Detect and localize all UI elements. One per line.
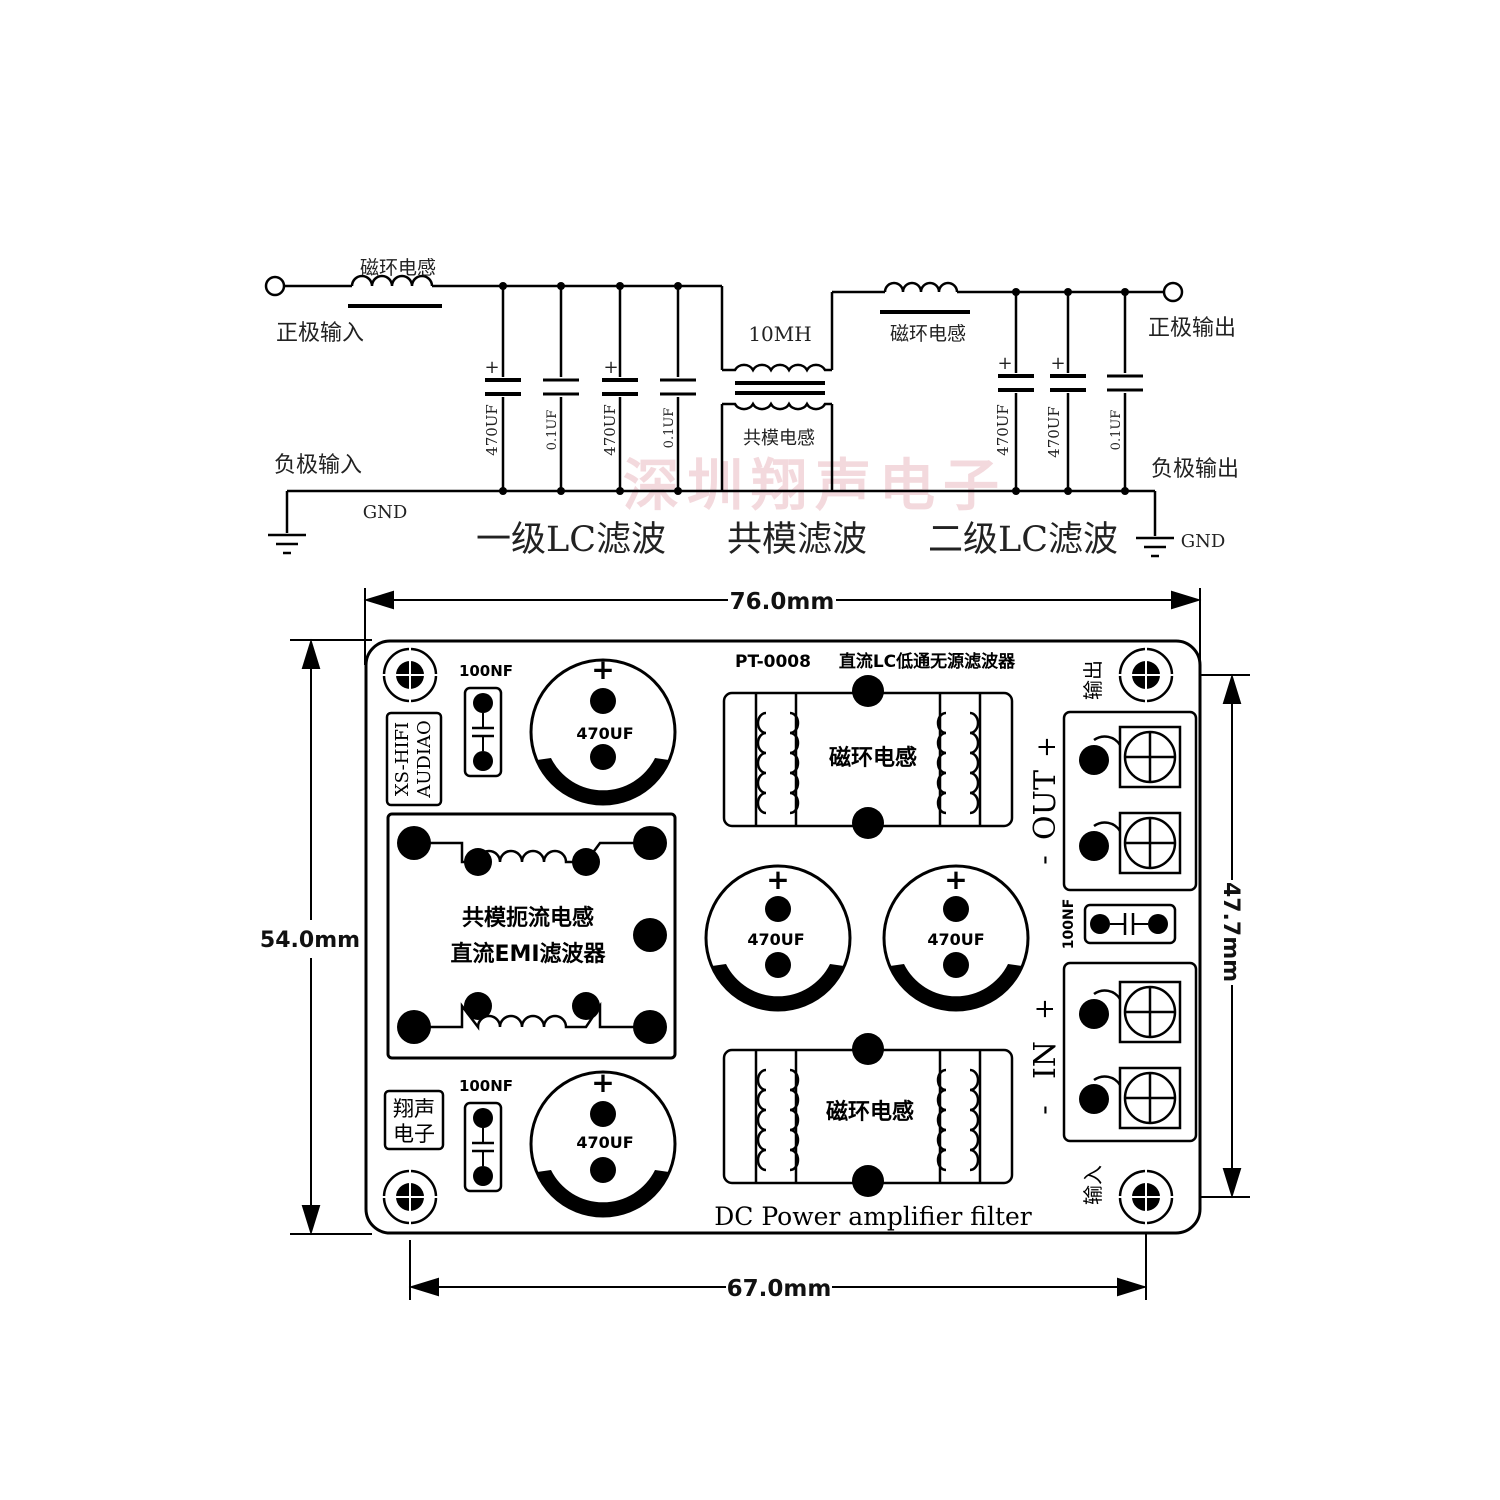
gnd-right-label: GND <box>1181 531 1226 552</box>
cap-plus: + <box>591 1066 614 1099</box>
common-mode-choke-icon <box>386 812 677 1060</box>
out-plus-label: + <box>1032 736 1062 758</box>
small-cap-label: 100NF <box>459 662 513 680</box>
cm-choke-label-1: 共模扼流电感 <box>462 905 594 931</box>
model-number: PT-0008 <box>735 652 811 672</box>
mounting-hole-icon <box>1116 645 1176 705</box>
cap-value-label: 470UF <box>483 404 501 456</box>
board-footer: DC Power amplifier filter <box>714 1202 1032 1231</box>
cap-value-label: 470UF <box>994 404 1012 456</box>
cap-value-label: 0.1UF <box>1109 410 1124 451</box>
cap-plus: + <box>591 653 614 686</box>
cap-plus-sign: + <box>603 357 618 378</box>
electrolytic-capacitor-icon <box>882 864 1030 1012</box>
stage3-label: 二级LC滤波 <box>928 520 1118 560</box>
electrolytic-capacitor-icon <box>529 658 677 806</box>
cm-inductance-label: 10MH <box>748 322 811 346</box>
brand-line-1: XS-HIFI <box>392 722 413 796</box>
dim-hole-width-label: 67.0mm <box>727 1276 832 1302</box>
big-cap-label: 470UF <box>576 724 633 743</box>
in-plus-label: + <box>1030 998 1060 1020</box>
dim-height-label: 54.0mm <box>260 928 360 953</box>
output-label: 输出 <box>1081 660 1105 700</box>
out-minus-label: - <box>1027 855 1060 864</box>
cap-value-label: 470UF <box>601 404 619 456</box>
ground-right-icon <box>1136 536 1174 558</box>
toroid-bottom-label: 磁环电感 <box>826 1099 914 1125</box>
input-inductor-label: 磁环电感 <box>360 257 436 279</box>
positive-output-terminal-icon <box>1162 281 1184 303</box>
mounting-hole-icon <box>380 1167 440 1227</box>
big-cap-label: 470UF <box>747 930 804 949</box>
big-cap-label: 470UF <box>576 1133 633 1152</box>
negative-output-label: 负极输出 <box>1151 457 1239 482</box>
stage2-label: 共模滤波 <box>727 520 867 560</box>
ground-left-icon <box>268 533 306 555</box>
brand-line-2: AUDIAO <box>414 720 435 798</box>
watermark: 深圳翔声电子 <box>623 454 1007 519</box>
in-label: IN <box>1028 1041 1063 1079</box>
stage1-capacitors-icon <box>484 377 697 397</box>
in-minus-label: - <box>1027 1105 1060 1114</box>
gnd-left-label: GND <box>363 502 408 523</box>
cap-value-label: 0.1UF <box>545 410 560 451</box>
output-inductor-icon <box>883 281 959 293</box>
stage1-label: 一级LC滤波 <box>476 520 666 560</box>
small-capacitor-icon <box>463 1101 503 1193</box>
toroid-top-label: 磁环电感 <box>829 745 917 771</box>
dim-hole-height-label: 47.7mm <box>1218 882 1243 982</box>
positive-output-label: 正极输出 <box>1148 316 1236 341</box>
cap-plus-sign: + <box>484 357 499 378</box>
board-title: 直流LC低通无源滤波器 <box>839 651 1016 672</box>
cap-value-label: 0.1UF <box>662 408 677 449</box>
big-cap-label: 470UF <box>927 930 984 949</box>
cm-choke-label-2: 直流EMI滤波器 <box>450 941 606 967</box>
mounting-hole-icon <box>380 645 440 705</box>
output-terminal-block-icon <box>1062 710 1198 892</box>
small-cap-label: 100NF <box>1061 899 1077 950</box>
stage3-capacitors-icon <box>997 373 1144 393</box>
common-mode-winding-top-icon <box>722 363 832 373</box>
mounting-hole-icon <box>1116 1167 1176 1227</box>
small-capacitor-icon <box>1083 903 1177 945</box>
maker-line-2: 电子 <box>393 1122 435 1146</box>
out-label: OUT <box>1028 770 1063 840</box>
negative-input-label: 负极输入 <box>274 453 362 478</box>
schematic: 深圳翔声电子 <box>264 274 1184 558</box>
schematic-labels: 磁环电感 正极输入 负极输入 GND 10MH 共模电感 磁环电感 正极输出 负… <box>274 257 1239 560</box>
positive-input-label: 正极输入 <box>276 321 364 346</box>
maker-box <box>383 1089 445 1151</box>
cm-inductor-label: 共模电感 <box>743 428 815 449</box>
cap-plus: + <box>944 863 967 896</box>
toroid-inductor-icon <box>722 1033 1014 1197</box>
output-inductor-label: 磁环电感 <box>890 323 966 345</box>
small-cap-label: 100NF <box>459 1077 513 1095</box>
cap-plus: + <box>766 863 789 896</box>
input-terminal-block-icon <box>1062 961 1198 1143</box>
dimensions <box>290 588 1250 1300</box>
brand-box <box>385 711 443 807</box>
cap-plus-sign: + <box>997 353 1012 374</box>
maker-line-1: 翔声 <box>393 1097 435 1121</box>
electrolytic-capacitor-icon <box>704 864 852 1012</box>
pcb-board: XS-HIFI AUDIAO 翔声 电子 100NF 100NF 100NF <box>364 639 1202 1235</box>
input-label: 输入 <box>1081 1165 1105 1205</box>
positive-input-terminal-icon <box>264 275 286 297</box>
common-mode-winding-bottom-icon <box>722 401 832 411</box>
dim-width-label: 76.0mm <box>730 589 835 615</box>
small-capacitor-icon <box>463 686 503 778</box>
cap-plus-sign: + <box>1050 353 1065 374</box>
toroid-inductor-icon <box>722 675 1014 839</box>
electrolytic-capacitor-icon <box>529 1070 677 1218</box>
cap-value-label: 470UF <box>1045 406 1063 458</box>
input-inductor-icon <box>350 274 434 287</box>
